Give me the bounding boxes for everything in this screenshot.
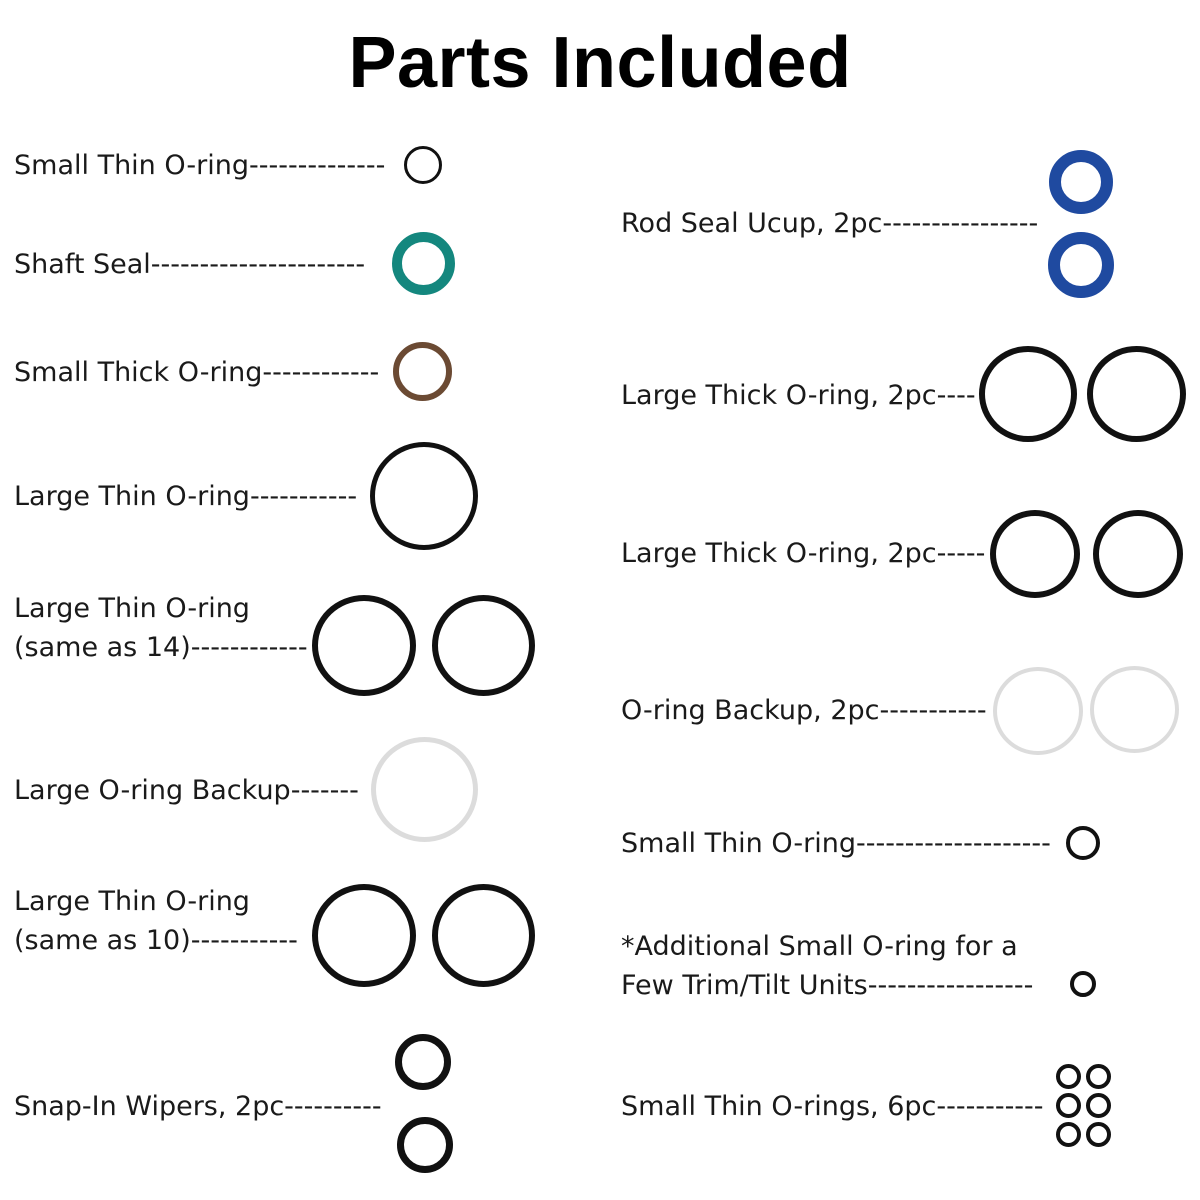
part-label-small-thin-o-rings-6pc: Small Thin O-rings, 6pc----------- bbox=[621, 1091, 1044, 1122]
small-thick-o-ring-icon bbox=[393, 342, 452, 401]
large-thin-o-ring-icon bbox=[370, 442, 478, 550]
small-thin-o-ring-icon bbox=[1066, 826, 1100, 860]
o-ring-backup-icon bbox=[993, 667, 1083, 755]
part-label-rod-seal-ucup: Rod Seal Ucup, 2pc---------------- bbox=[621, 208, 1039, 239]
large-thick-o-ring-icon bbox=[990, 510, 1080, 598]
part-label-large-thick-o-ring-1: Large Thick O-ring, 2pc---- bbox=[621, 380, 976, 411]
o-ring-backup-icon bbox=[1090, 666, 1179, 753]
part-label-additional-small-o-ring: *Additional Small O-ring for a Few Trim/… bbox=[621, 931, 1034, 1001]
part-label-large-thin-o-ring-same-as-14: Large Thin O-ring (same as 14)----------… bbox=[14, 593, 308, 663]
part-label-shaft-seal: Shaft Seal---------------------- bbox=[14, 249, 366, 280]
large-thick-o-ring-icon bbox=[979, 346, 1077, 442]
part-label-small-thin-o-ring: Small Thin O-ring-------------- bbox=[14, 150, 386, 181]
part-label-large-thick-o-ring-2: Large Thick O-ring, 2pc----- bbox=[621, 538, 986, 569]
small-thin-o-ring-icon bbox=[1056, 1093, 1081, 1118]
large-o-ring-backup-icon bbox=[371, 737, 478, 842]
part-label-small-thin-o-ring-right: Small Thin O-ring-------------------- bbox=[621, 828, 1051, 859]
part-label-large-thin-o-ring: Large Thin O-ring----------- bbox=[14, 481, 358, 512]
small-thin-o-ring-icon bbox=[1086, 1064, 1111, 1089]
part-label-snap-in-wipers: Snap-In Wipers, 2pc---------- bbox=[14, 1091, 382, 1122]
small-thin-o-ring-icon bbox=[1056, 1122, 1081, 1147]
large-thin-o-ring-icon bbox=[432, 595, 535, 696]
large-thin-o-ring-icon bbox=[312, 884, 416, 987]
part-label-o-ring-backup: O-ring Backup, 2pc----------- bbox=[621, 695, 987, 726]
small-thin-o-ring-icon bbox=[1086, 1122, 1111, 1147]
snap-in-wiper-icon bbox=[397, 1117, 453, 1173]
part-label-large-thin-o-ring-same-as-10: Large Thin O-ring (same as 10)----------… bbox=[14, 886, 298, 956]
large-thick-o-ring-icon bbox=[1093, 510, 1183, 598]
page-title: Parts Included bbox=[348, 23, 852, 103]
shaft-seal-icon bbox=[392, 232, 455, 295]
rod-seal-ucup-icon bbox=[1048, 232, 1114, 298]
snap-in-wiper-icon bbox=[395, 1034, 451, 1090]
rod-seal-ucup-icon bbox=[1049, 150, 1113, 214]
small-thin-o-ring-icon bbox=[1086, 1093, 1111, 1118]
additional-small-o-ring-icon bbox=[1070, 971, 1096, 997]
large-thin-o-ring-icon bbox=[312, 595, 416, 696]
part-label-small-thick-o-ring: Small Thick O-ring------------ bbox=[14, 357, 380, 388]
part-label-large-o-ring-backup: Large O-ring Backup------- bbox=[14, 775, 359, 806]
large-thick-o-ring-icon bbox=[1087, 346, 1186, 442]
small-thin-o-ring-icon bbox=[1056, 1064, 1081, 1089]
large-thin-o-ring-icon bbox=[432, 884, 535, 987]
small-thin-o-ring-icon bbox=[404, 146, 442, 184]
